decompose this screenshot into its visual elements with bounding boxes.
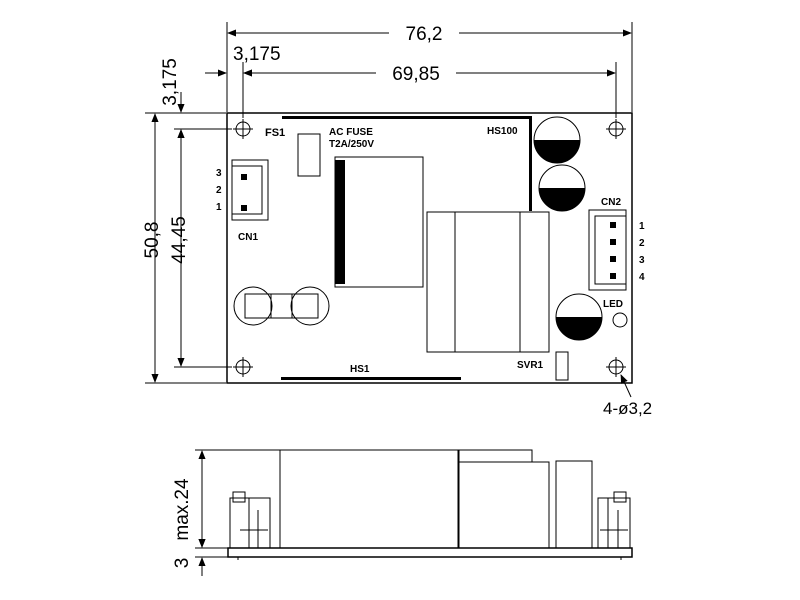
trimmer-svr1: SVR1 [517,351,569,381]
dimension-hole-offset-y: 3,175 [160,58,185,150]
led-label: LED [603,299,623,310]
side-view: max. 24 3 [172,449,633,576]
input-choke [233,286,330,326]
dim-total-height-label: 50,8 [142,222,163,259]
dim-total-width-label: 76,2 [406,24,443,45]
dimension-hole-span-y: 44,45 [169,129,190,367]
mounting-holes [233,119,626,377]
svr1-label: SVR1 [517,360,544,371]
cn2-pin-1: 1 [639,221,645,232]
mounting-hole-bottom-left [233,357,253,377]
heatsink-hs1: HS1 [281,364,461,380]
cn1-pin-3: 3 [216,168,222,179]
fuse-label: FS1 [265,127,285,139]
cn1-pin-2: 2 [216,185,222,196]
dimension-hole-offset-x: 3,175 [205,44,281,77]
dim-side-max-prefix: max. [172,499,193,540]
capacitor-1 [533,116,581,164]
cn1-pin-1: 1 [216,202,222,213]
side-pcb [227,547,633,558]
transformer [334,156,424,288]
ac-fuse-rating: T2A/250V [329,139,374,150]
top-view: 76,2 69,85 3,175 50,8 44,45 3,175 [142,22,652,418]
dimension-total-height: 50,8 [142,113,163,383]
capacitor-2 [538,164,586,212]
cn2-pin-2: 2 [639,238,645,249]
mounting-hole-top-right [606,119,626,139]
heatsink-hs100-label: HS100 [487,126,518,137]
side-output-transformer [458,449,550,549]
cn2-pin-4: 4 [639,272,645,283]
dimension-hole-span-x: 69,85 [243,63,616,85]
ac-fuse-label: AC FUSE [329,127,373,138]
dimension-total-width: 76,2 [227,24,632,45]
pcb-outline [226,112,633,384]
dim-hole-offset-x-label: 3,175 [233,44,281,65]
led: LED [603,299,628,328]
extension-lines [145,22,633,384]
output-transformer [426,211,550,353]
heatsink-hs1-label: HS1 [350,364,370,375]
cn1-label: CN1 [238,232,258,243]
capacitor-3 [555,293,603,341]
dim-hole-span-y-label: 44,45 [169,216,190,264]
side-transformer [279,449,459,549]
hole-callout: 4-ø3,2 [603,374,652,418]
cn2-pin-3: 3 [639,255,645,266]
side-connector-right [597,491,631,549]
dimension-side-height: max. 24 [172,450,206,548]
dim-hole-span-x-label: 69,85 [392,64,440,85]
fuse-body [297,133,321,177]
dim-side-height-label: 24 [172,478,193,500]
cn2-label: CN2 [601,197,621,208]
dim-hole-offset-y-label: 3,175 [160,58,181,106]
connector-cn2: CN2 1 2 3 4 [588,197,645,291]
side-connector-left [229,491,271,549]
hole-callout-label: 4-ø3,2 [603,399,652,418]
dim-side-base-label: 3 [172,558,193,569]
dimension-side-base: 3 [172,530,206,576]
heatsink-hs100: HS100 [282,116,532,211]
mounting-hole-top-left [233,119,253,139]
connector-cn1: 3 2 1 CN1 [216,159,269,243]
side-component-right [555,460,593,549]
mounting-hole-bottom-right [606,357,626,377]
